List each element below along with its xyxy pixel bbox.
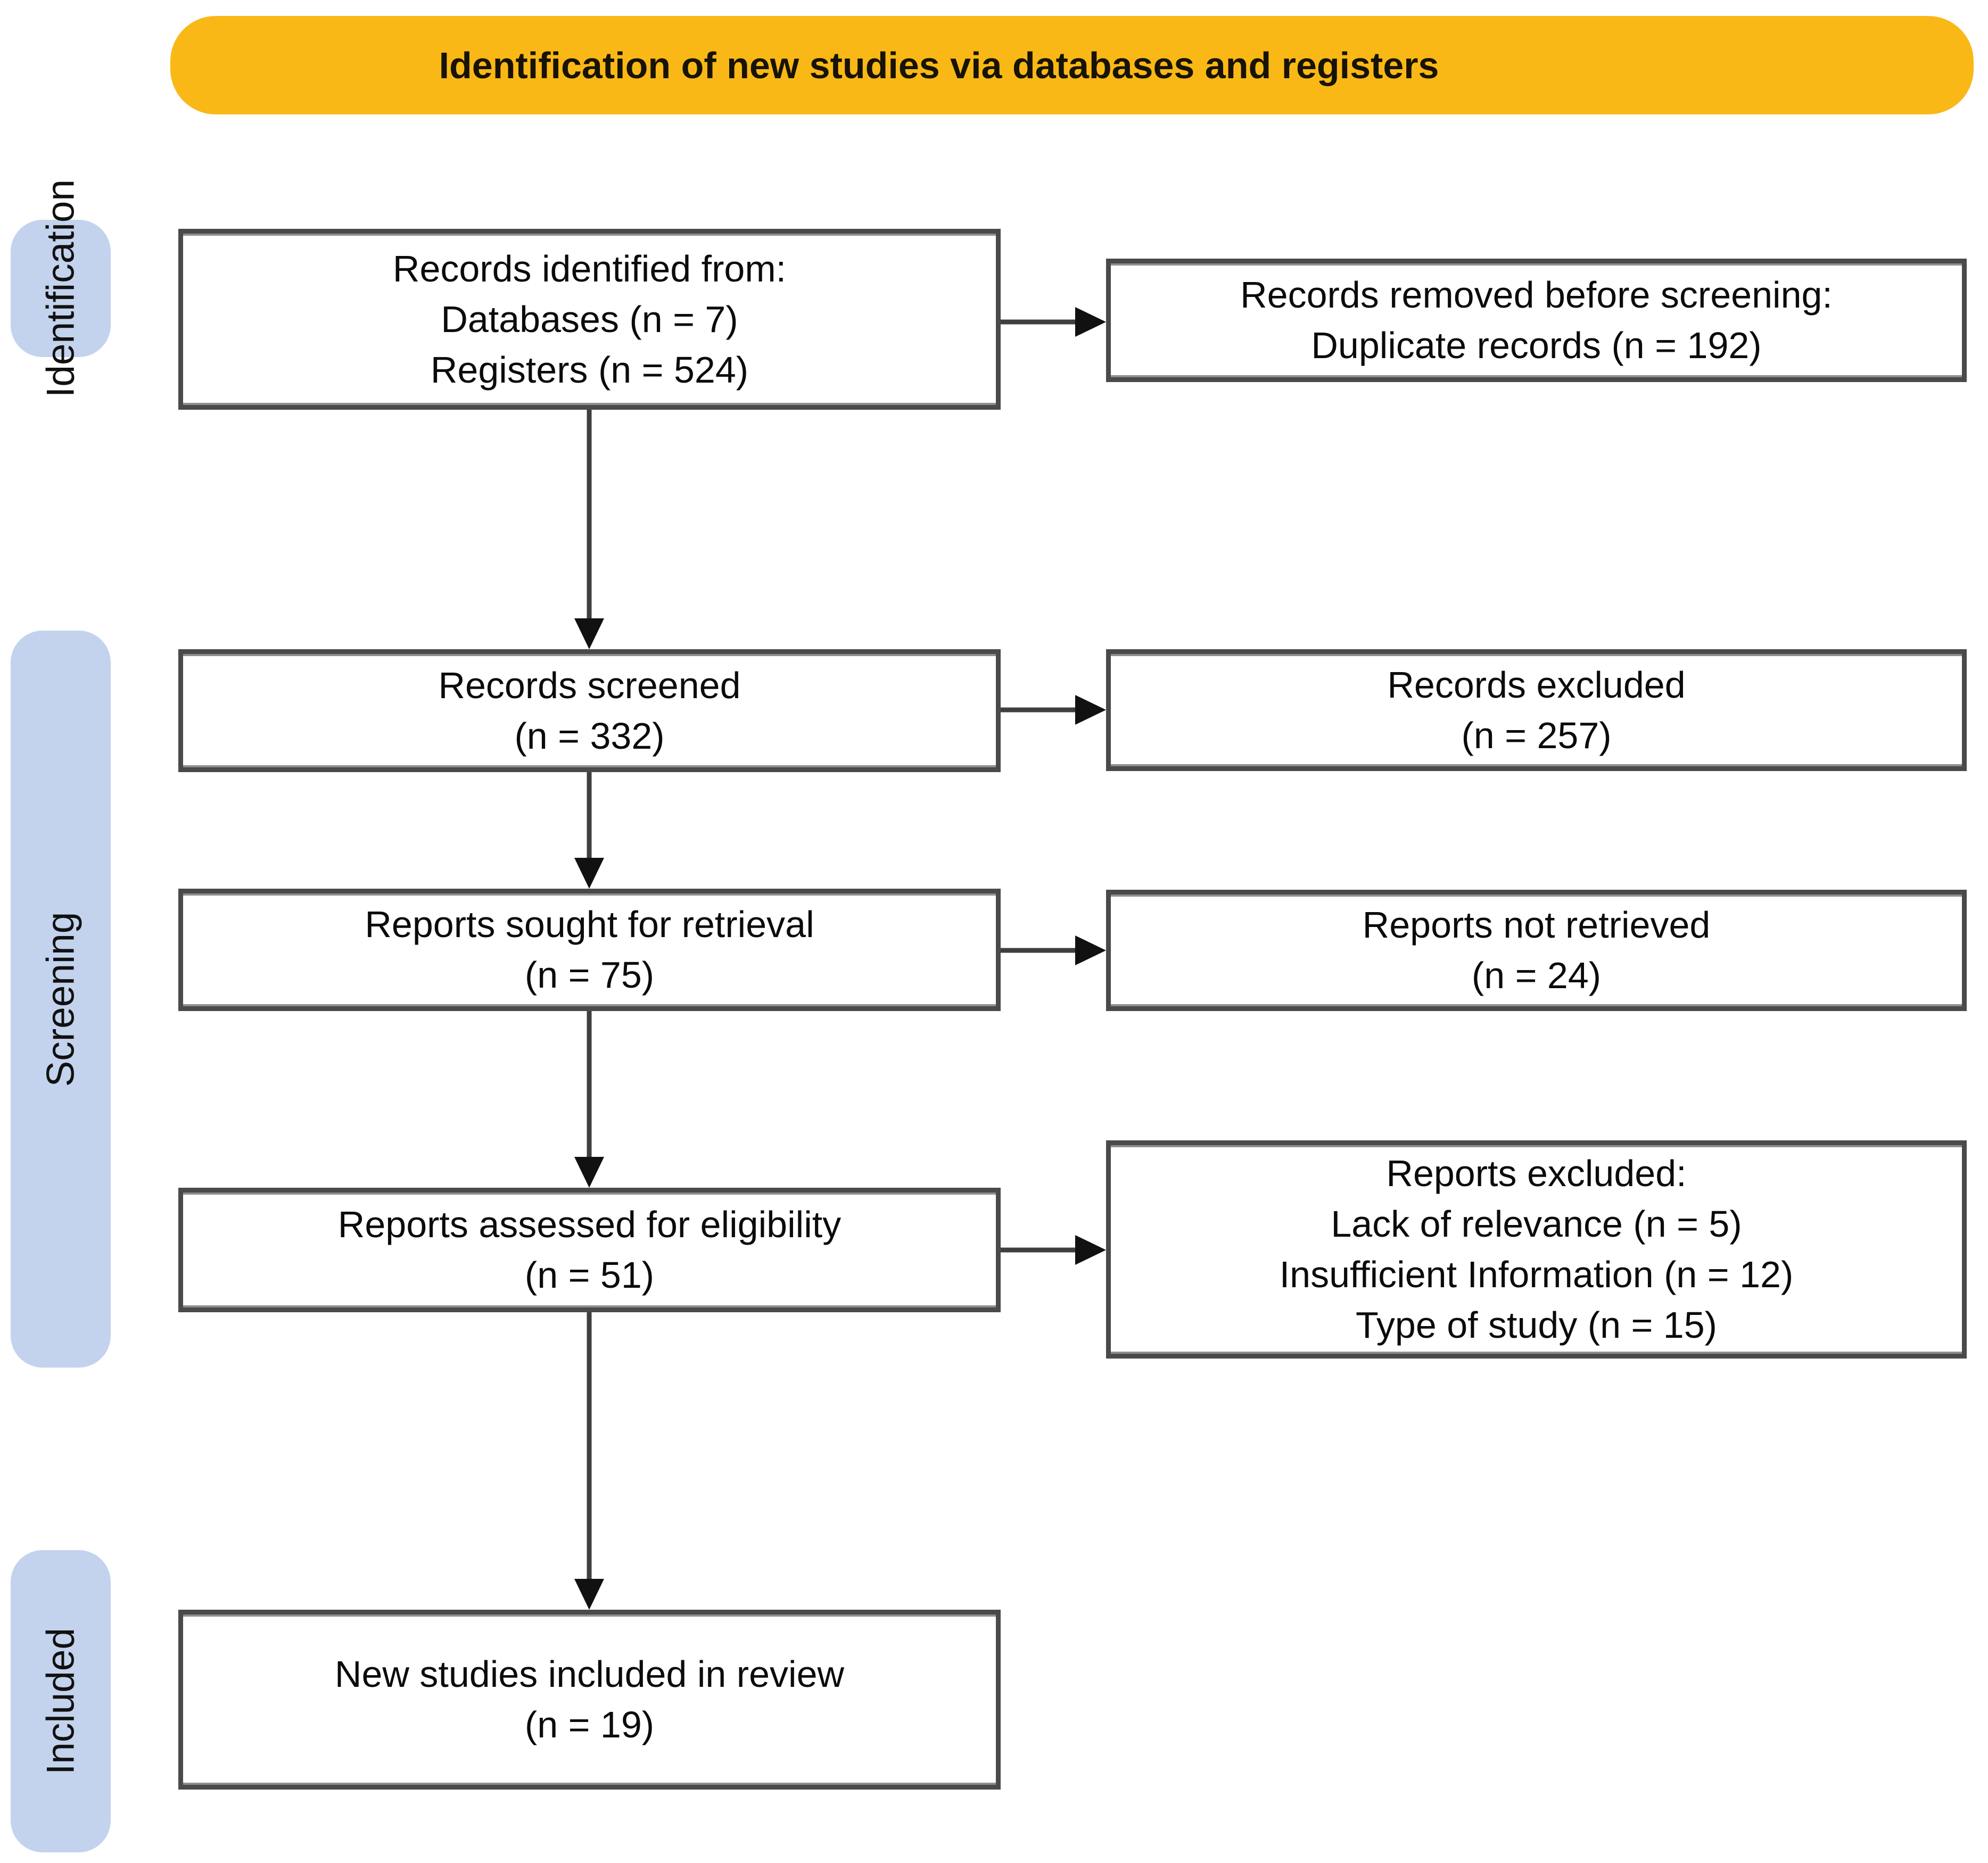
box-line: (n = 51) (524, 1254, 655, 1296)
arrow-down-sought-to-assessed (574, 1011, 604, 1188)
arrow-shaft (1001, 1247, 1078, 1253)
arrowhead-right-icon (1075, 695, 1106, 725)
arrowhead-down-icon (574, 858, 604, 889)
stage-label-screening: Screening (11, 631, 111, 1368)
box-line: Insufficient Information (n = 12) (1279, 1254, 1794, 1295)
box-reports-excluded: Reports excluded: Lack of relevance (n =… (1106, 1140, 1967, 1359)
box-line: Reports sought for retrieval (365, 904, 814, 945)
arrow-right-identified-to-removed (1001, 306, 1106, 338)
box-line: Reports excluded: (1386, 1153, 1687, 1194)
arrowhead-right-icon (1075, 1235, 1106, 1265)
arrowhead-down-icon (574, 618, 604, 649)
box-line: Records excluded (1387, 664, 1686, 706)
arrow-shaft (587, 1312, 592, 1582)
arrow-shaft (1001, 707, 1078, 713)
stage-label-included: Included (11, 1550, 111, 1852)
box-line: Type of study (n = 15) (1356, 1304, 1717, 1346)
box-line: (n = 24) (1471, 955, 1602, 996)
box-line: (n = 75) (524, 954, 655, 996)
stage-label-screening-text: Screening (39, 912, 83, 1087)
stage-label-included-text: Included (39, 1628, 83, 1775)
box-line: Records removed before screening: (1240, 274, 1833, 316)
stage-label-identification-text: Identification (39, 179, 83, 398)
arrowhead-down-icon (574, 1157, 604, 1188)
box-line: New studies included in review (334, 1653, 845, 1695)
box-records-screened: Records screened (n = 332) (178, 649, 1001, 772)
box-line: Reports not retrieved (1362, 904, 1711, 946)
box-records-removed: Records removed before screening: Duplic… (1106, 259, 1967, 382)
box-reports-not-retrieved: Reports not retrieved (n = 24) (1106, 890, 1967, 1011)
arrow-shaft (1001, 319, 1078, 325)
box-reports-assessed: Reports assessed for eligibility (n = 51… (178, 1188, 1001, 1312)
stage-label-identification: Identification (11, 179, 111, 398)
box-line: (n = 332) (514, 715, 665, 757)
box-line: (n = 19) (524, 1704, 655, 1745)
box-line: (n = 257) (1461, 714, 1612, 756)
arrowhead-down-icon (574, 1579, 604, 1610)
arrow-down-identified-to-screened (574, 410, 604, 649)
arrow-right-sought-to-not-retrieved (1001, 934, 1106, 966)
box-records-identified: Records identified from: Databases (n = … (178, 229, 1001, 410)
box-records-excluded: Records excluded (n = 257) (1106, 649, 1967, 771)
box-line: Databases (n = 7) (441, 298, 738, 340)
arrow-right-assessed-to-reports-excluded (1001, 1234, 1106, 1266)
box-line: Records screened (438, 664, 741, 706)
box-line: Records identified from: (392, 247, 787, 289)
box-line: Duplicate records (n = 192) (1311, 325, 1762, 366)
arrow-shaft (1001, 948, 1078, 953)
box-line: Reports assessed for eligibility (337, 1204, 842, 1245)
arrowhead-right-icon (1075, 307, 1106, 337)
banner-title: Identification of new studies via databa… (439, 44, 1439, 86)
box-reports-sought: Reports sought for retrieval (n = 75) (178, 889, 1001, 1011)
box-new-studies-included: New studies included in review (n = 19) (178, 1610, 1001, 1790)
arrow-shaft (587, 772, 592, 861)
arrowhead-right-icon (1075, 935, 1106, 965)
box-line: Registers (n = 524) (430, 349, 749, 391)
arrow-down-screened-to-sought (574, 772, 604, 889)
arrow-shaft (587, 1011, 592, 1160)
arrow-shaft (587, 410, 592, 622)
arrow-down-assessed-to-included (574, 1312, 604, 1610)
banner: Identification of new studies via databa… (170, 16, 1974, 114)
box-line: Lack of relevance (n = 5) (1331, 1203, 1742, 1245)
arrow-right-screened-to-excluded (1001, 694, 1106, 726)
